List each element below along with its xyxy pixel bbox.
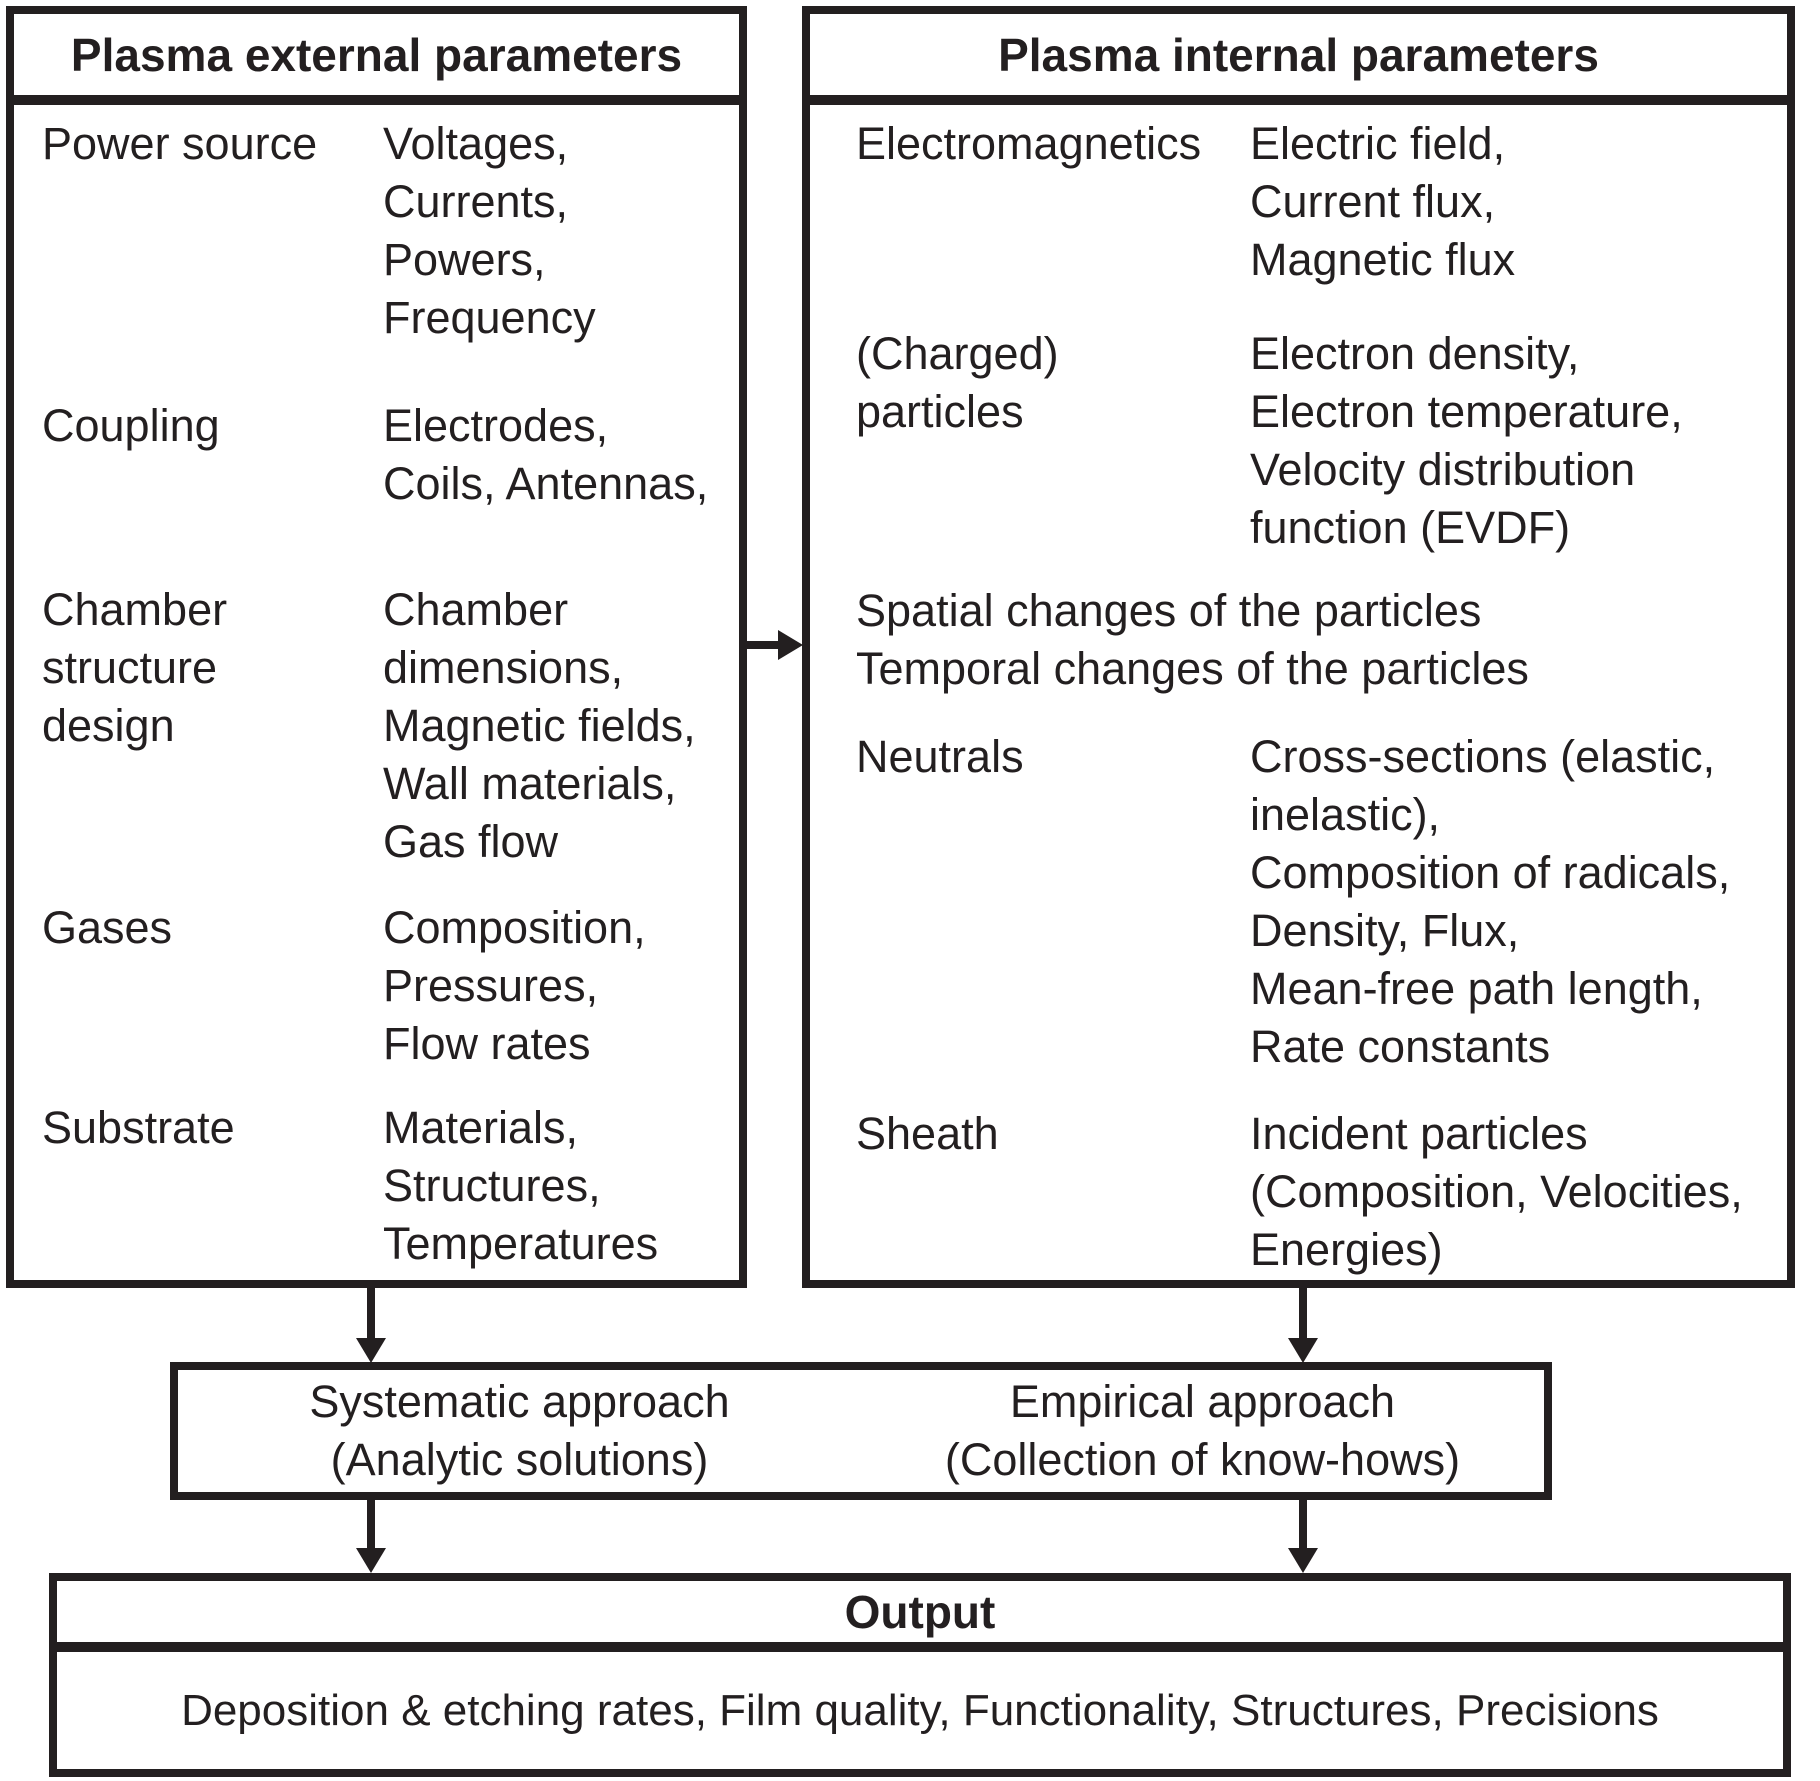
external-panel-title: Plasma external parameters: [14, 14, 739, 105]
external-panel-body: Power source Voltages, Currents, Powers,…: [14, 105, 739, 1273]
param-row-chamber-structure-design: Chamber structure design Chamber dimensi…: [42, 581, 739, 871]
param-row-neutrals: Neutrals Cross-sections (elastic, inelas…: [856, 728, 1787, 1076]
param-label: (Charged) particles: [856, 328, 1059, 437]
param-label: Gases: [42, 902, 173, 953]
param-value: Composition, Pressures, Flow rates: [383, 902, 646, 1069]
param-label: Chamber structure design: [42, 584, 228, 751]
param-value: Cross-sections (elastic, inelastic), Com…: [1250, 731, 1731, 1072]
panel-plasma-internal-parameters: Plasma internal parameters Electromagnet…: [802, 6, 1795, 1288]
arrowhead-down-icon: [1288, 1548, 1318, 1573]
arrow-shaft: [747, 641, 779, 649]
param-value: Chamber dimensions, Magnetic fields, Wal…: [383, 584, 696, 867]
param-value: Electrodes, Coils, Antennas,: [383, 400, 709, 509]
param-row-sheath: Sheath Incident particles (Composition, …: [856, 1105, 1787, 1279]
arrow-shaft: [367, 1500, 375, 1550]
arrowhead-down-icon: [356, 1338, 386, 1363]
panel-plasma-external-parameters: Plasma external parameters Power source …: [6, 6, 747, 1288]
param-value: Voltages, Currents, Powers, Frequency: [383, 118, 596, 343]
param-label: Electromagnetics: [856, 118, 1202, 169]
param-row-gases: Gases Composition, Pressures, Flow rates: [42, 899, 739, 1073]
param-row-coupling: Coupling Electrodes, Coils, Antennas,: [42, 397, 739, 513]
param-label: Neutrals: [856, 731, 1024, 782]
param-row-charged-particles: (Charged) particles Electron density, El…: [856, 325, 1787, 557]
param-label: Coupling: [42, 400, 220, 451]
particles-changes-note: Spatial changes of the particles Tempora…: [856, 585, 1529, 694]
arrow-shaft: [1299, 1500, 1307, 1550]
approach-box: Systematic approach (Analytic solutions)…: [170, 1362, 1552, 1500]
internal-panel-body: Electromagnetics Electric field, Current…: [810, 105, 1787, 1279]
param-row-power-source: Power source Voltages, Currents, Powers,…: [42, 115, 739, 347]
systematic-approach-label: Systematic approach (Analytic solutions): [309, 1376, 730, 1485]
arrow-shaft: [367, 1288, 375, 1340]
param-row-substrate: Substrate Materials, Structures, Tempera…: [42, 1099, 739, 1273]
empirical-approach-label: Empirical approach (Collection of know-h…: [944, 1376, 1461, 1485]
arrowhead-down-icon: [1288, 1338, 1318, 1363]
param-value: Electric field, Current flux, Magnetic f…: [1250, 118, 1516, 285]
output-title: Output: [57, 1581, 1783, 1652]
output-body: Deposition & etching rates, Film quality…: [181, 1685, 1659, 1735]
param-value: Incident particles (Composition, Velocit…: [1250, 1108, 1743, 1275]
param-label: Power source: [42, 118, 318, 169]
param-value: Materials, Structures, Temperatures: [383, 1102, 659, 1269]
arrowhead-down-icon: [356, 1548, 386, 1573]
param-label: Substrate: [42, 1102, 235, 1153]
param-value: Electron density, Electron temperature, …: [1250, 328, 1683, 553]
arrowhead-right-icon: [778, 630, 803, 660]
param-label: Sheath: [856, 1108, 999, 1159]
param-row-electromagnetics: Electromagnetics Electric field, Current…: [856, 115, 1787, 289]
output-box: Output Deposition & etching rates, Film …: [49, 1573, 1791, 1777]
internal-panel-title: Plasma internal parameters: [810, 14, 1787, 105]
arrow-shaft: [1299, 1288, 1307, 1340]
